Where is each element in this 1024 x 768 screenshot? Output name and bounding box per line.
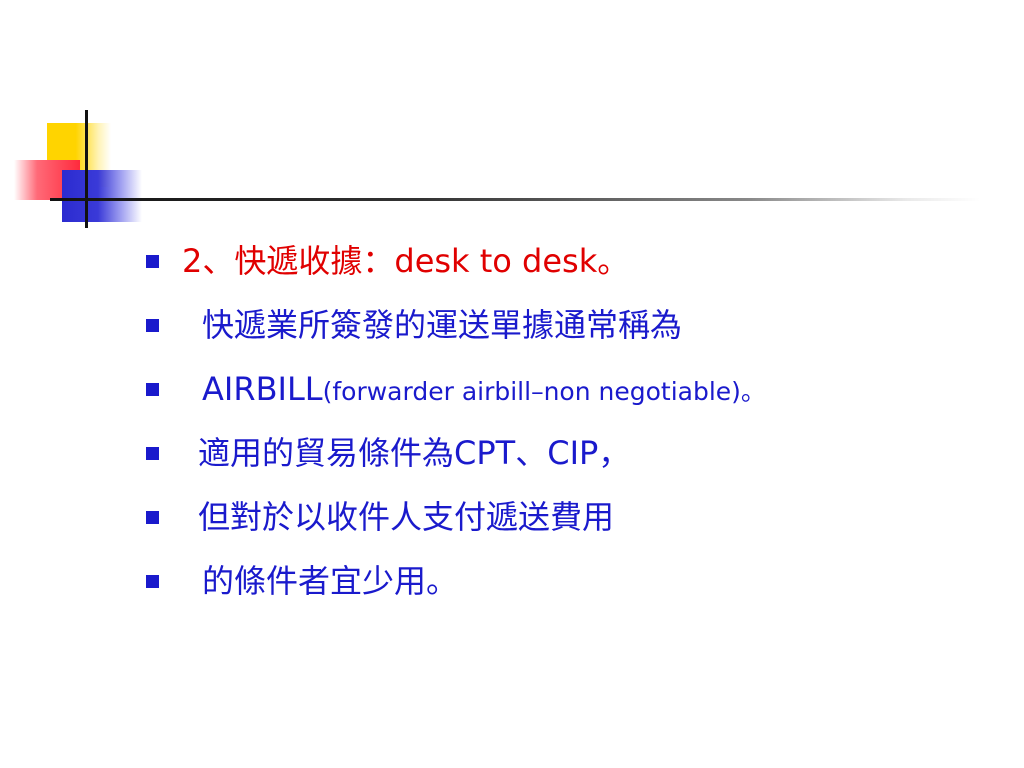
bullet-square-icon [146,319,159,332]
airbill-period: 。 [740,377,766,406]
bullet-item-trade-terms: 適用的貿易條件為CPT、CIP， [146,425,1016,489]
trade-term-separator: 、 [515,434,548,472]
bullet-item-document-name: 快遞業所簽發的運送單據通常稱為 [146,297,1016,361]
bullet-square-icon [146,383,159,396]
trade-terms-text: 適用的貿易條件為 [198,434,455,472]
item-heading: 、快遞收據： [202,242,395,280]
bullet-square-icon [146,447,159,460]
decorative-vertical-line [85,110,88,228]
bullet-item-airbill: AIRBILL(forwarder airbill–non negotiable… [146,361,1016,425]
item-heading-latin: desk to desk [394,242,598,280]
trade-term-comma: ， [598,434,631,472]
bullet-item-express-receipt: 2、快遞收據：desk to desk。 [146,233,1016,297]
bullet-square-icon [146,575,159,588]
decorative-blue-square [62,170,142,222]
item-heading-end: 。 [597,242,630,280]
title-divider-line [50,198,980,201]
airbill-dash: – [531,377,544,406]
trade-term-cpt: CPT [454,434,516,472]
bullet-list: 2、快遞收據：desk to desk。 快遞業所簽發的運送單據通常稱為 AIR… [146,233,1016,617]
bullet-text: 快遞業所簽發的運送單據通常稱為 [202,306,683,344]
bullet-text: 但對於以收件人支付遞送費用 [198,498,615,536]
bullet-square-icon [146,511,159,524]
trade-term-cip: CIP [547,434,599,472]
bullet-item-use-sparingly: 的條件者宜少用。 [146,553,1016,617]
airbill-detail-end: non negotiable) [543,377,741,406]
bullet-square-icon [146,255,159,268]
item-number: 2 [182,242,203,280]
airbill-term: AIRBILL [202,370,323,408]
airbill-detail: (forwarder airbill [322,377,532,406]
bullet-text: 的條件者宜少用。 [202,562,459,600]
bullet-item-recipient-pays: 但對於以收件人支付遞送費用 [146,489,1016,553]
